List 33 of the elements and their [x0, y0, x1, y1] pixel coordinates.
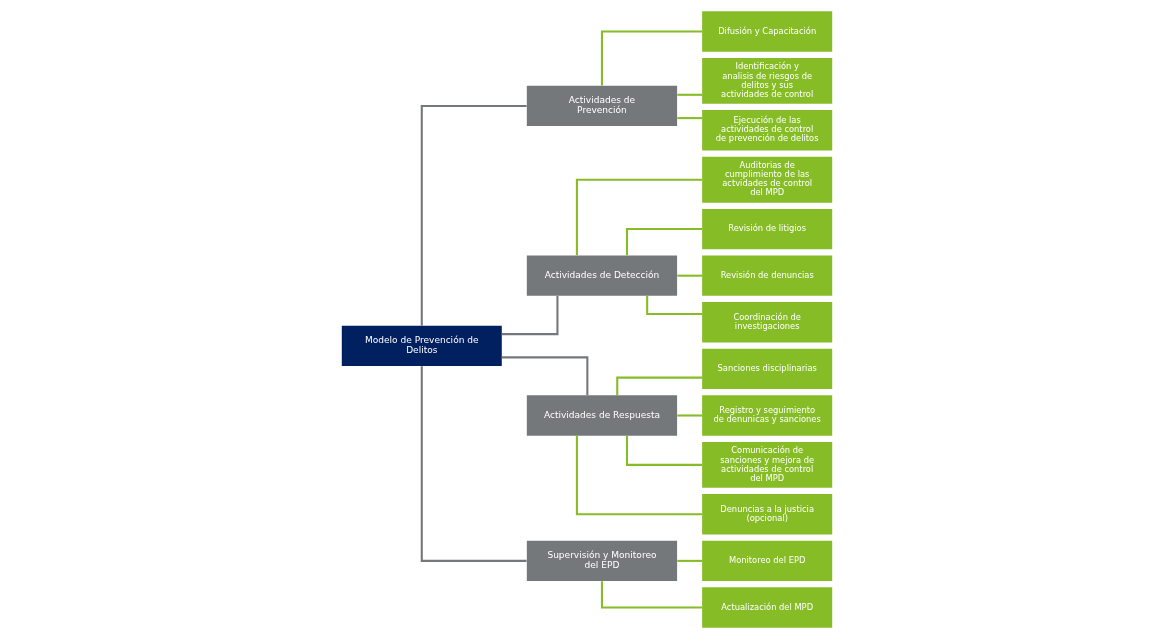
node-box: Revisión de litigios — [702, 208, 833, 250]
node-box: Identificación y analisis de riesgos de delitos y sus actividades de control — [702, 57, 833, 104]
node-box: Revisión de denuncias — [702, 255, 833, 296]
node-box: Supervisión y Monitoreo del EPD — [526, 540, 678, 582]
connector — [677, 274, 703, 277]
node-box: Denuncias a la justicia (opcional) — [702, 494, 833, 535]
connector — [600, 30, 703, 86]
connector — [501, 296, 559, 336]
connector — [677, 93, 703, 96]
connector — [575, 435, 702, 516]
connector — [677, 559, 703, 562]
node-box: Actualización del MPD — [702, 587, 833, 628]
node-box: Monitoreo del EPD — [702, 540, 833, 582]
node-box: Actividades de Detección — [526, 255, 678, 296]
connector — [501, 356, 589, 396]
node-box: Actividades de Prevención — [526, 85, 678, 127]
node-box: Modelo de Prevención de Delitos — [341, 325, 502, 367]
connector — [677, 117, 703, 120]
connector — [625, 228, 702, 256]
node-box: Actividades de Respuesta — [526, 395, 678, 436]
node-box: Difusión y Capacitación — [702, 11, 833, 52]
node-box: Registro y seguimiento de denunicas y sanciones — [702, 395, 833, 436]
node-box: Comunicación de sanciones y mejora de actividades de control del MPD — [702, 441, 833, 488]
node-box: Auditorias de cumplimiento de las actvidades de control del MPD — [702, 156, 833, 203]
connector — [625, 435, 702, 466]
node-box: Ejecución de las actividades de control de prevención de delitos — [702, 110, 833, 151]
node-box: Coordinación de investigaciones — [702, 302, 833, 343]
connector — [420, 104, 527, 326]
connector — [677, 414, 703, 417]
connector — [420, 366, 527, 562]
node-box: Sanciones disciplinarias — [702, 348, 833, 390]
connector — [600, 581, 703, 609]
connector — [575, 178, 702, 256]
